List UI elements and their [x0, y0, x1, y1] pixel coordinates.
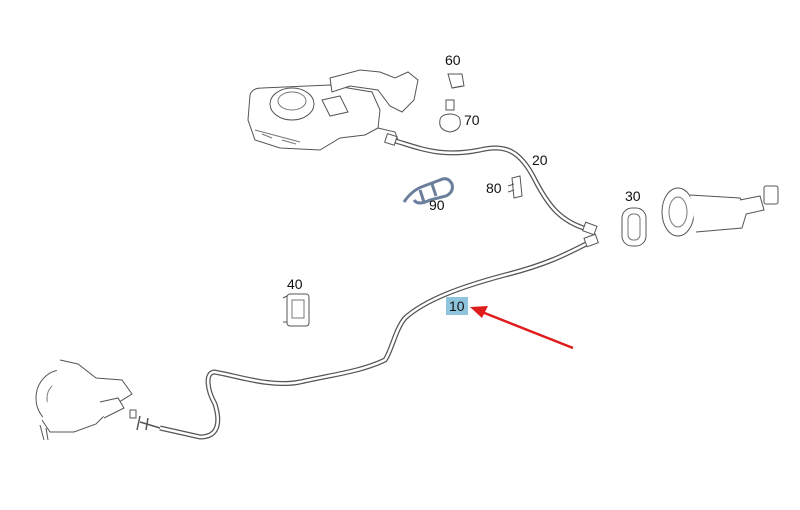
callout-10-highlighted[interactable]: 10	[446, 297, 468, 315]
fluid-reservoir	[247, 69, 419, 151]
callout-20[interactable]: 20	[532, 152, 548, 168]
pipe-10	[129, 233, 599, 440]
clip-40	[282, 293, 310, 327]
grommet-30	[621, 207, 647, 247]
callout-90[interactable]: 90	[429, 197, 445, 213]
bracket-90	[402, 177, 454, 205]
clamp-70	[439, 99, 461, 133]
slave-cylinder	[35, 359, 133, 441]
pointer-arrow	[470, 306, 574, 350]
hose-20	[384, 133, 598, 236]
clip-80	[507, 175, 523, 199]
callout-40[interactable]: 40	[287, 276, 303, 292]
callout-70[interactable]: 70	[464, 112, 480, 128]
callout-80[interactable]: 80	[486, 180, 502, 196]
fitting-60	[447, 73, 465, 89]
master-cylinder	[661, 185, 779, 237]
callout-60[interactable]: 60	[445, 52, 461, 68]
callout-30[interactable]: 30	[625, 188, 641, 204]
